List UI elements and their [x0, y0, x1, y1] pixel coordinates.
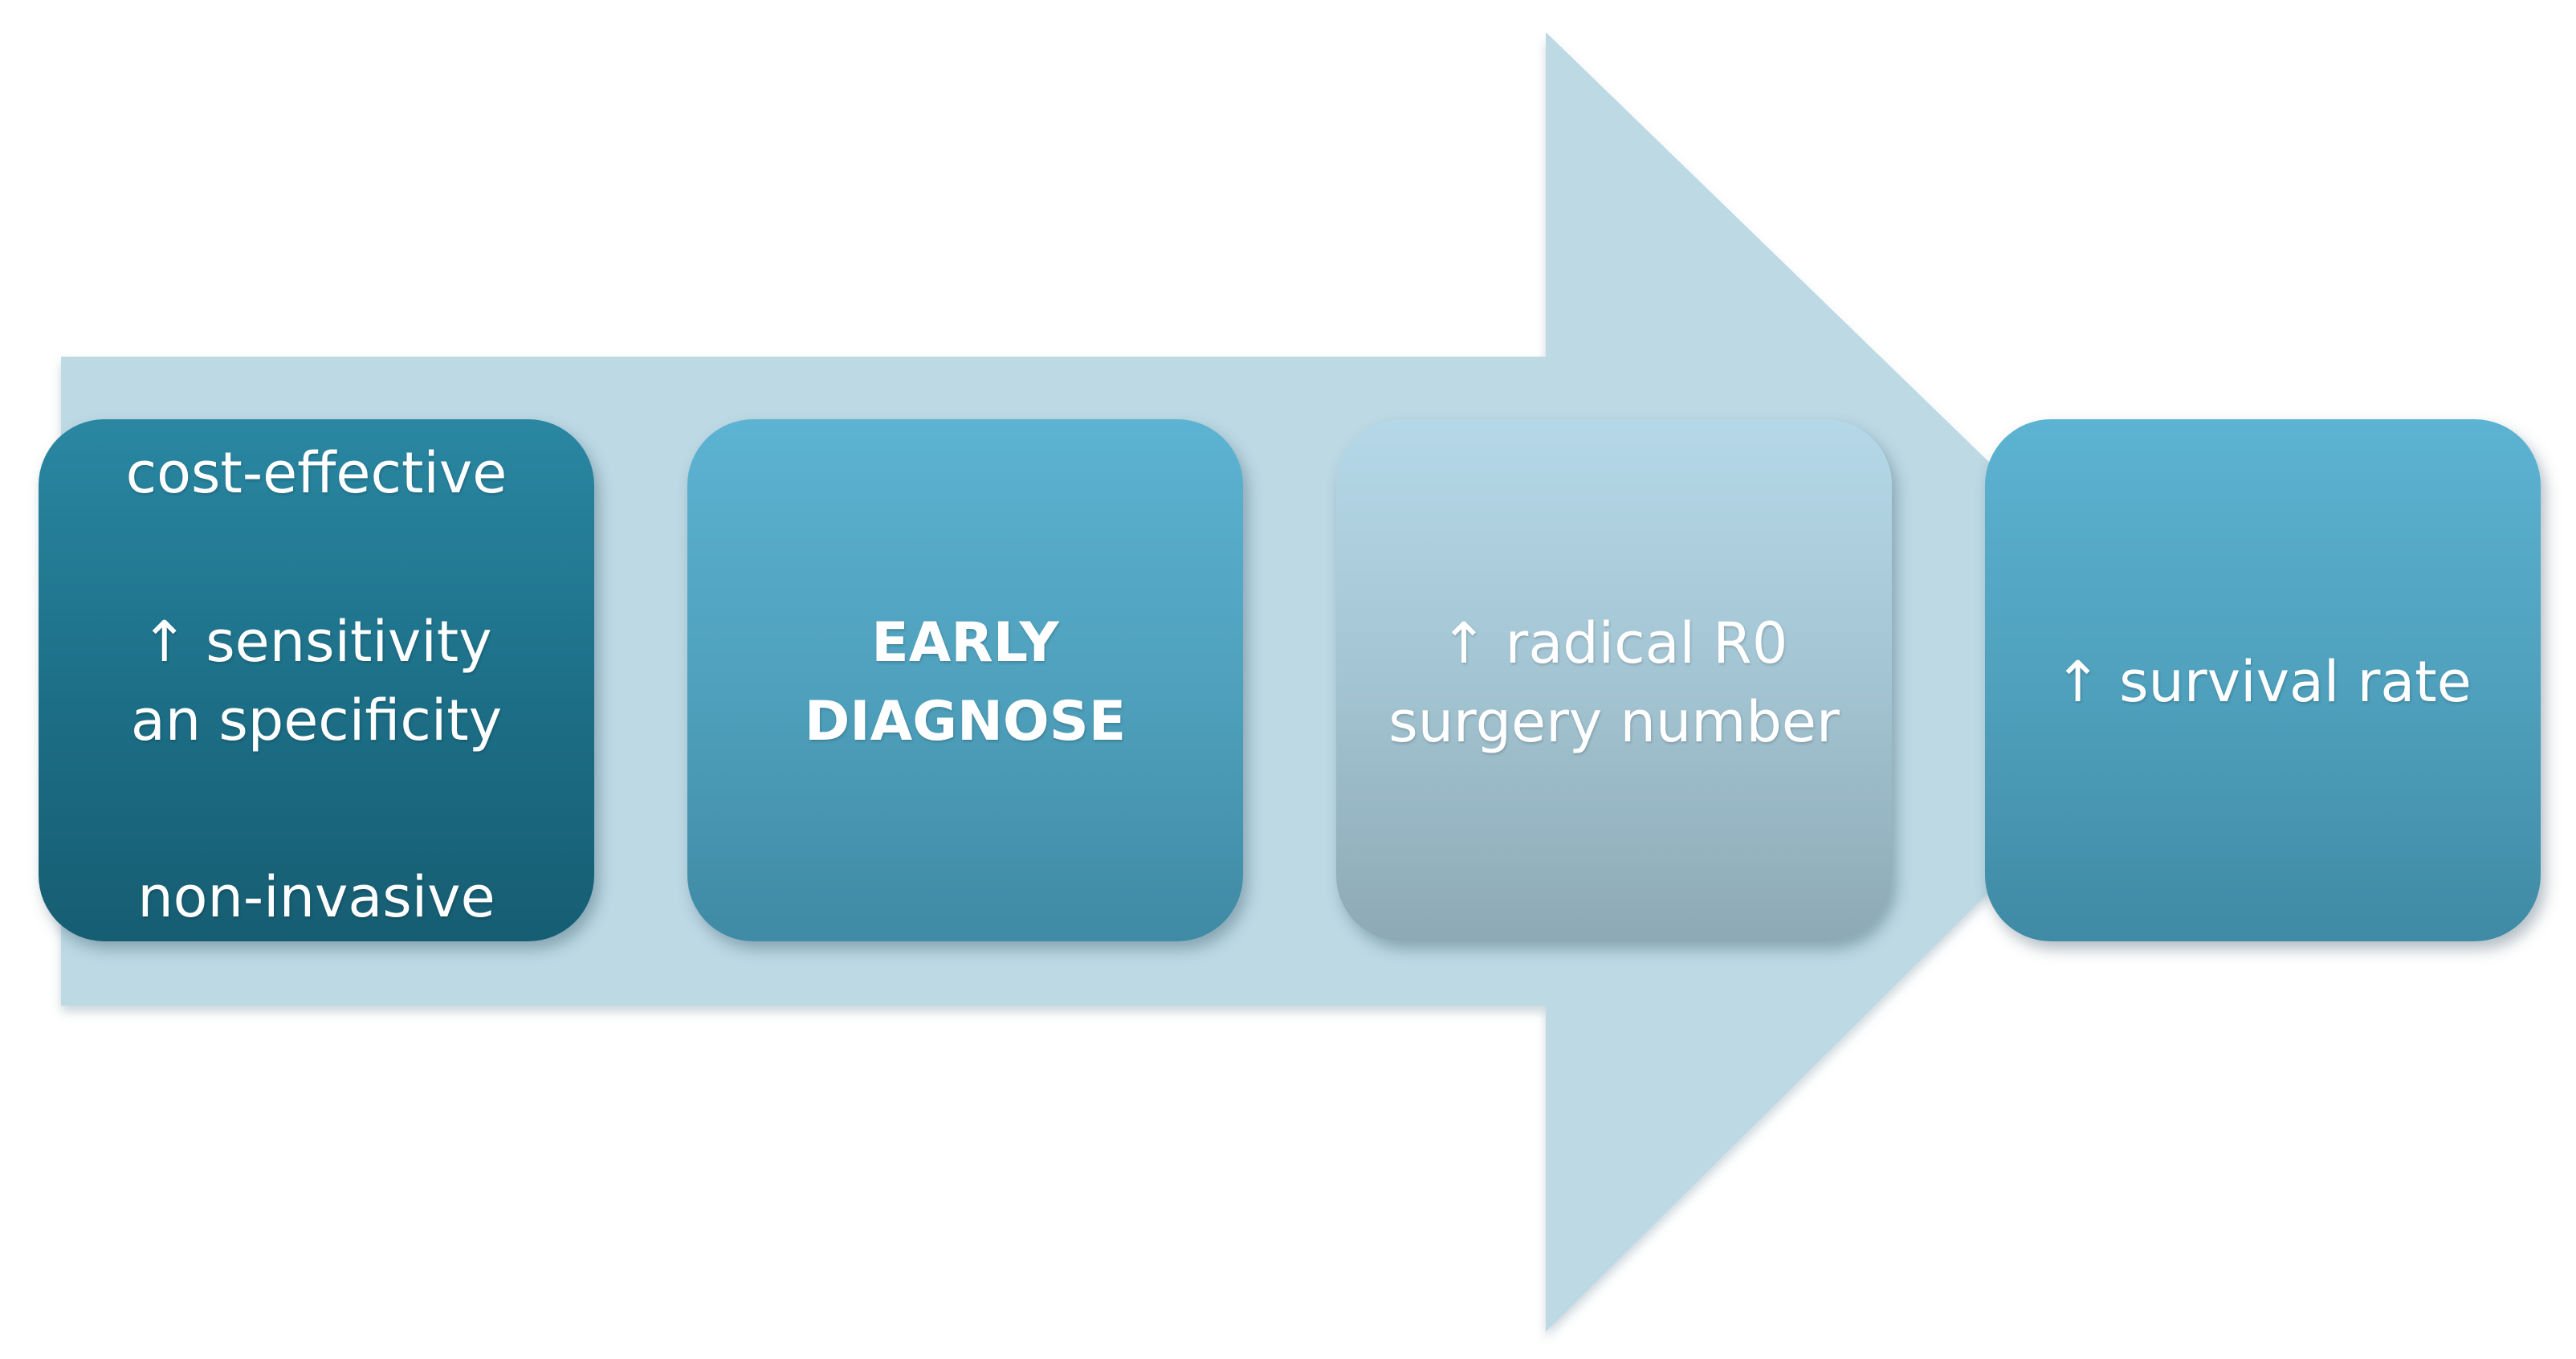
box-radical-surgery: ↑ radical R0 surgery number: [1336, 419, 1892, 941]
radical-surgery-label: ↑ radical R0 surgery number: [1336, 604, 1892, 761]
box-survival-rate: ↑ survival rate: [1985, 419, 2541, 941]
box-criteria: cost-effective ↑ sensitivity an specific…: [39, 419, 594, 941]
surgery-number-label: surgery number: [1388, 689, 1840, 755]
early-diagnose-label: EARLY DIAGNOSE: [687, 604, 1243, 761]
early-label: EARLY: [871, 611, 1059, 675]
radical-r0-label: ↑ radical R0: [1440, 610, 1788, 676]
criteria-sensitivity-specificity: ↑ sensitivity an specificity: [39, 602, 594, 760]
box-early-diagnose: EARLY DIAGNOSE: [687, 419, 1243, 941]
diagnose-label: DIAGNOSE: [804, 690, 1127, 753]
survival-rate-label: ↑ survival rate: [2054, 649, 2472, 715]
criteria-sensitivity: ↑ sensitivity: [141, 609, 492, 675]
criteria-specificity: an specificity: [130, 688, 503, 753]
criteria-cost-effective: cost-effective: [125, 440, 507, 506]
criteria-non-invasive: non-invasive: [137, 864, 495, 930]
